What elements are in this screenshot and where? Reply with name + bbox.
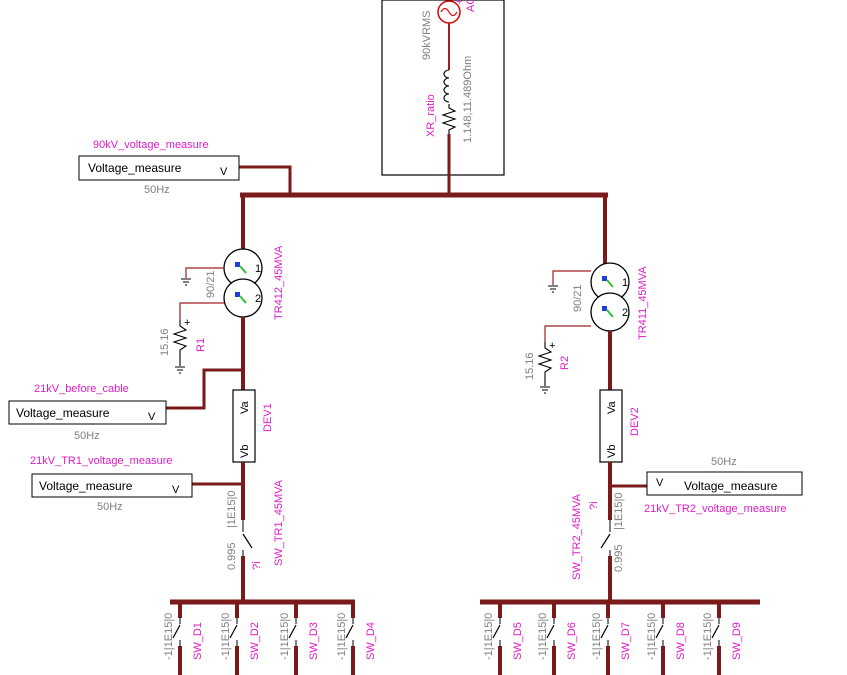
feeder-switch-sw-d2[interactable]: -1|1E15|0 SW_D2: [220, 602, 261, 675]
meter-label: 21kV_TR1_voltage_measure: [30, 455, 172, 467]
feeder-switch-setting: -1|1E15|0: [702, 613, 714, 660]
feeder-switch-name: SW_D3: [308, 622, 320, 660]
meter-unit: V: [656, 477, 664, 489]
device-va-label: Va: [606, 400, 618, 414]
switch-name: SW_TR2_45MVA: [571, 493, 583, 580]
feeder-switch-sw-d5[interactable]: -1|1E15|0 SW_D5: [483, 602, 524, 675]
feeder-switch-setting: -1|1E15|0: [163, 613, 175, 660]
resistor-name: R1: [195, 338, 207, 352]
meter-label: 90kV_voltage_measure: [93, 139, 209, 151]
switch-mark: ?i: [588, 501, 600, 510]
meter-frequency: 50Hz: [74, 430, 100, 442]
feeder-switch-setting: -1|1E15|0: [279, 613, 291, 660]
transformer-ratio: 90/21: [572, 284, 584, 312]
meter-label: 21kV_before_cable: [34, 383, 129, 395]
feeder-switches: -1|1E15|0 SW_D1 -1|1E15|0 SW_D2 -1|1E15|0 SW_…: [163, 602, 743, 675]
voltage-meter[interactable]: [8, 400, 167, 425]
switch-setting: |1E15|0: [226, 490, 238, 528]
source-voltage: 90kVRMS: [421, 10, 433, 60]
impedance-label: XR_ratio: [425, 94, 437, 137]
feeder-switch-setting: -1|1E15|0: [591, 613, 603, 660]
feeder-switch-sw-d3[interactable]: -1|1E15|0 SW_D3: [279, 602, 320, 675]
meter-frequency: 50Hz: [97, 501, 123, 513]
switch-setting-bottom: 0.995: [226, 542, 238, 570]
inductor[interactable]: [443, 69, 450, 103]
transformer-tr412[interactable]: [223, 248, 263, 318]
feeder-switch-name: SW_D1: [192, 622, 204, 660]
feeder-switch-setting: -1|1E15|0: [483, 613, 495, 660]
meter-box-text: Voltage_measure: [39, 479, 133, 493]
feeder-switch-setting: -1|1E15|0: [537, 613, 549, 660]
feeder-switch-sw-d4[interactable]: -1|1E15|0 SW_D4: [336, 602, 377, 675]
source-resistor[interactable]: [441, 104, 457, 134]
transformer-tr411[interactable]: [590, 262, 630, 332]
feeder-switch-sw-d1[interactable]: -1|1E15|0 SW_D1: [163, 602, 204, 675]
meter-box-text: Voltage_measure: [684, 479, 778, 493]
meter-frequency: 50Hz: [144, 184, 170, 196]
device-vb-label: Vb: [239, 445, 251, 458]
meter-label: 21kV_TR2_voltage_measure: [644, 503, 786, 515]
transformer-name: TR412_45MVA: [273, 245, 285, 320]
ground-icon: [175, 366, 185, 374]
feeder-switch-setting: -1|1E15|0: [220, 613, 232, 660]
feeder-switch-name: SW_D7: [620, 622, 632, 660]
voltage-meter[interactable]: [78, 155, 240, 181]
feeder-switch-sw-d8[interactable]: -1|1E15|0 SW_D8: [646, 602, 687, 675]
svg-text:+: +: [456, 0, 462, 8]
voltage-meter[interactable]: [31, 473, 193, 498]
resistor-r2[interactable]: [537, 342, 553, 386]
switch-name: SW_TR1_45MVA: [273, 479, 285, 566]
meter-box-text: Voltage_measure: [88, 161, 182, 175]
feeder-switch-sw-d9[interactable]: -1|1E15|0 SW_D9: [702, 602, 743, 675]
device-name: DEV1: [262, 403, 274, 432]
transformer-ratio: 90/21: [205, 270, 217, 298]
feeder-switch-name: SW_D4: [365, 622, 377, 660]
source-enclosure: [381, 0, 505, 176]
transformer-name: TR411_45MVA: [637, 266, 649, 340]
switch-mark: ?i: [251, 561, 263, 570]
voltage-meter[interactable]: [646, 471, 803, 496]
feeder-switch-name: SW_D9: [731, 622, 743, 660]
device-name: DEV2: [629, 407, 641, 436]
resistor-r1[interactable]: [172, 320, 188, 366]
ground-icon: [548, 285, 558, 293]
meter-box-text: Voltage_measure: [16, 406, 110, 420]
switch-setting-bottom: 0.995: [613, 544, 625, 572]
resistor-value: 15.16: [524, 352, 536, 380]
feeder-switch-setting: -1|1E15|0: [646, 613, 658, 660]
resistor-polarity: +: [549, 340, 555, 352]
feeder-switch-name: SW_D5: [512, 622, 524, 660]
feeder-switch-sw-d6[interactable]: -1|1E15|0 SW_D6: [537, 602, 578, 675]
resistor-value: 15.16: [159, 328, 171, 356]
feeder-switch-name: SW_D8: [675, 622, 687, 660]
meter-unit: V: [220, 166, 228, 178]
feeder-switch-name: SW_D6: [566, 622, 578, 660]
switch-setting: |1E15|0: [613, 492, 625, 530]
meter-unit: V: [172, 484, 180, 496]
feeder-switch-sw-d7[interactable]: -1|1E15|0 SW_D7: [591, 602, 632, 675]
winding-2-label: 2: [622, 307, 628, 319]
ground-icon: [540, 386, 550, 394]
switch-sw-tr2[interactable]: [600, 520, 611, 556]
ground-icon: [181, 278, 191, 286]
feeder-switch-setting: -1|1E15|0: [336, 613, 348, 660]
device-va-label: Va: [239, 400, 251, 414]
winding-1-label: 1: [622, 277, 628, 289]
device-vb-label: Vb: [606, 445, 618, 458]
feeder-switch-name: SW_D2: [249, 622, 261, 660]
switch-sw-tr1[interactable]: [242, 520, 253, 556]
ac-source[interactable]: +: [437, 0, 462, 24]
winding-1-label: 1: [255, 263, 261, 275]
meter-unit: V: [148, 411, 156, 423]
impedance-value: 1.148,11.489Ohm: [462, 56, 474, 143]
meter-frequency: 50Hz: [711, 456, 737, 468]
winding-2-label: 2: [255, 293, 261, 305]
source-name: AC1: [465, 0, 477, 12]
resistor-polarity: +: [184, 317, 190, 329]
resistor-name: R2: [559, 356, 571, 370]
